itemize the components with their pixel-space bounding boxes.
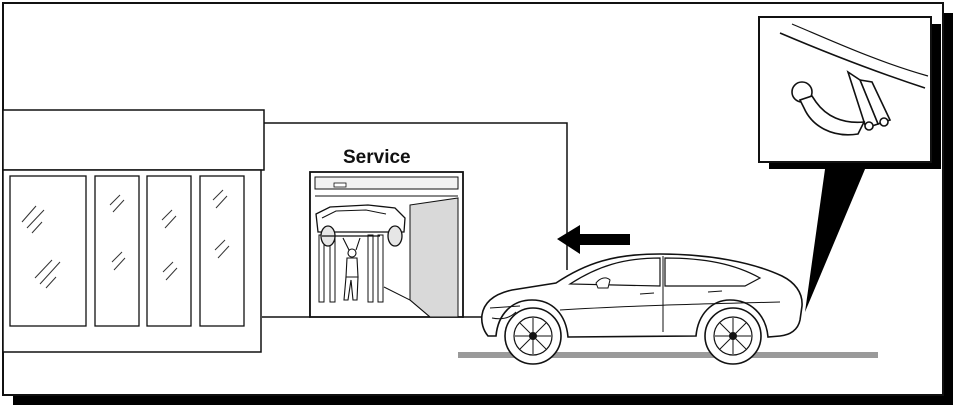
garage-bay <box>310 172 463 317</box>
service-label: Service <box>343 147 411 168</box>
tow-hitch-callout <box>759 17 941 169</box>
showroom <box>3 110 264 352</box>
